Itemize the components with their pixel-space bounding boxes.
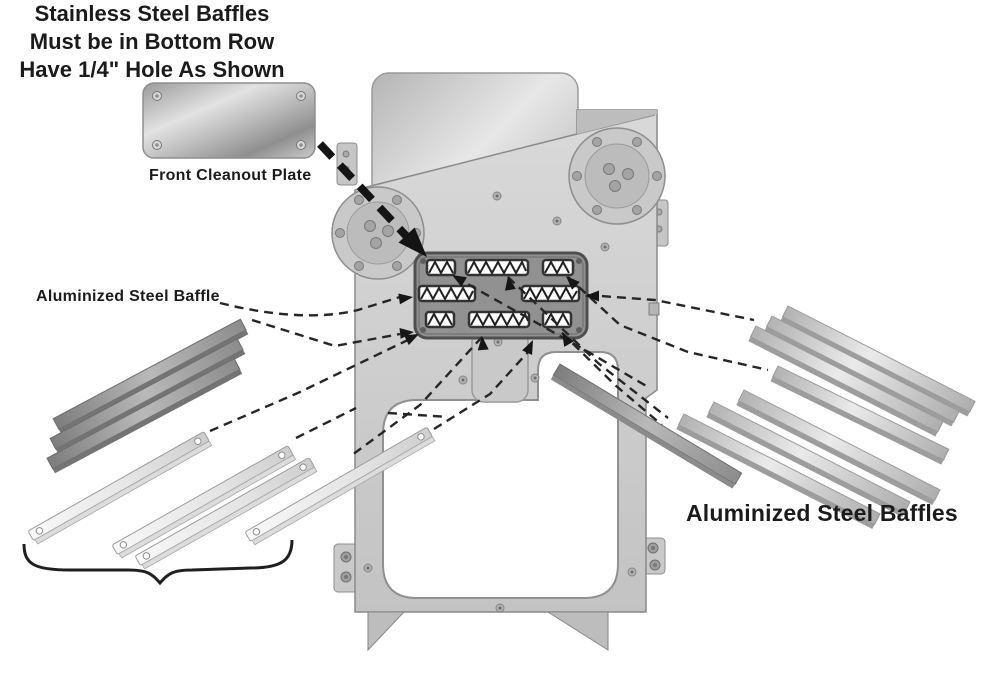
leader-arrowheads (398, 275, 599, 356)
stainless-note-line2: Must be in Bottom Row (29, 29, 275, 54)
main-plate-graphic (340, 109, 661, 652)
aluminized-steel-baffle-label: Aluminized Steel Baffle (36, 288, 220, 305)
front-cleanout-plate-label: Front Cleanout Plate (149, 167, 312, 184)
aluminized-baffles-left (46, 318, 249, 474)
front-cleanout-plate-graphic (142, 82, 316, 159)
baffle-grid (413, 251, 589, 340)
stainless-note-line3: Have 1/4" Hole As Shown (19, 57, 285, 82)
aluminized-baffle-crossing (550, 363, 743, 489)
aluminized-baffles-right (676, 305, 976, 530)
stainless-steel-baffles-note: Stainless Steel Baffles Must be in Botto… (0, 0, 304, 84)
right-flange (568, 127, 666, 225)
aluminized-steel-baffles-label: Aluminized Steel Baffles (686, 500, 958, 526)
stainless-baffles (28, 427, 436, 570)
leader-lines (209, 275, 769, 456)
firebox-opening (382, 351, 619, 599)
slot-zigzags (420, 259, 578, 328)
stainless-note-line1: Stainless Steel Baffles (34, 1, 270, 26)
underbrace (22, 539, 294, 586)
cleanout-arrow (317, 141, 427, 257)
